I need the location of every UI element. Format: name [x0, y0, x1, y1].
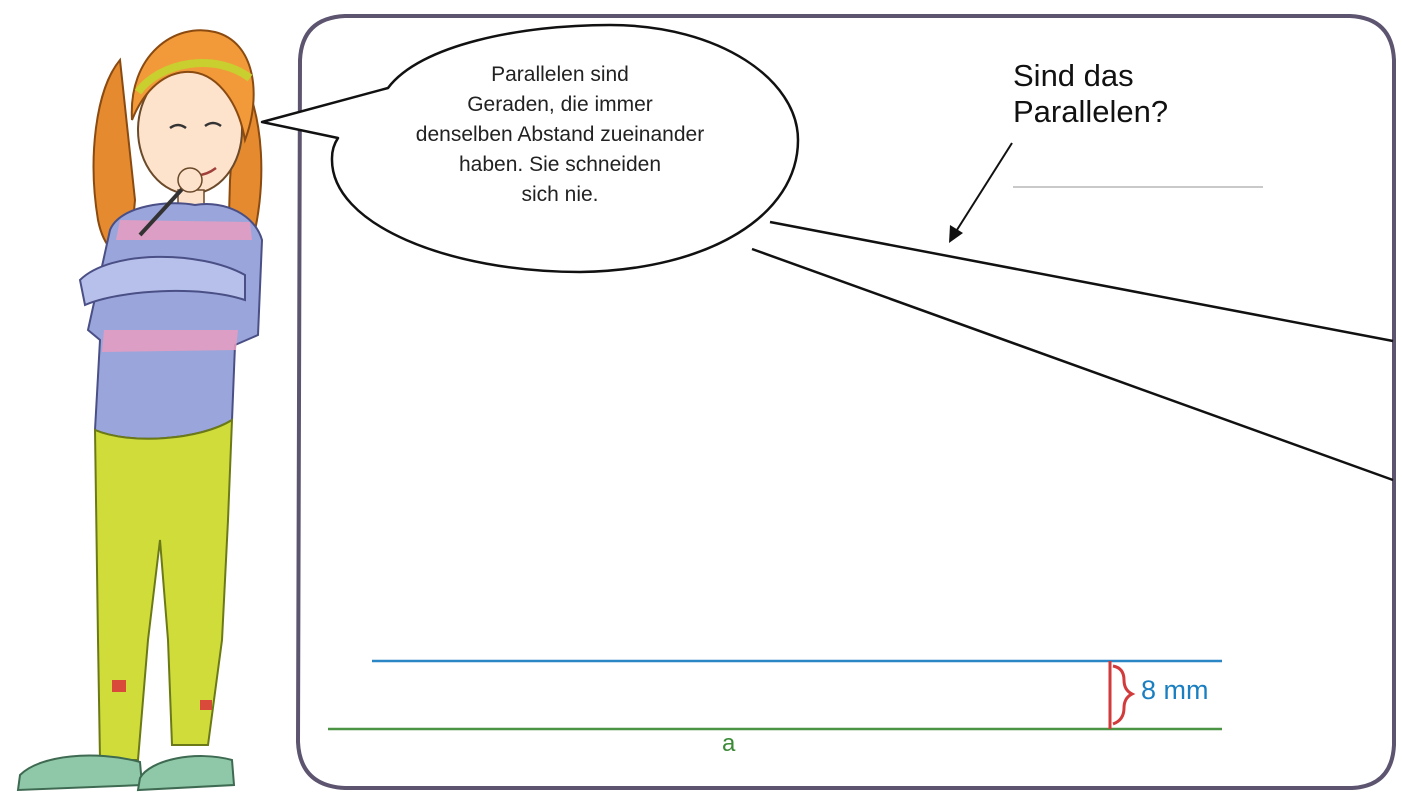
- worksheet-frame: [296, 14, 1396, 790]
- question-line-1: Sind das: [1013, 58, 1134, 93]
- line-a-label: a: [722, 730, 736, 757]
- speech-line-2: Geraden, die immer: [467, 93, 653, 116]
- girl-illustration: [16, 29, 264, 792]
- line-upper-diagonal: [769, 220, 1394, 343]
- question-line-2: Parallelen?: [1013, 94, 1169, 129]
- question-text: Sind das Parallelen?: [1013, 58, 1168, 130]
- speech-bubble-text: Parallelen sind Geraden, die immer dense…: [325, 60, 795, 210]
- speech-line-4: haben. Sie schneiden: [459, 153, 661, 176]
- distance-label: 8 mm: [1141, 675, 1209, 705]
- distance-brace: [1108, 661, 1136, 729]
- speech-bubble: [260, 23, 800, 274]
- line-lower-diagonal: [751, 247, 1394, 482]
- speech-line-5: sich nie.: [521, 183, 599, 206]
- arrow-icon: [949, 142, 1013, 243]
- speech-line-3: denselben Abstand zueinander: [415, 123, 705, 146]
- speech-line-1: Parallelen sind: [491, 63, 629, 86]
